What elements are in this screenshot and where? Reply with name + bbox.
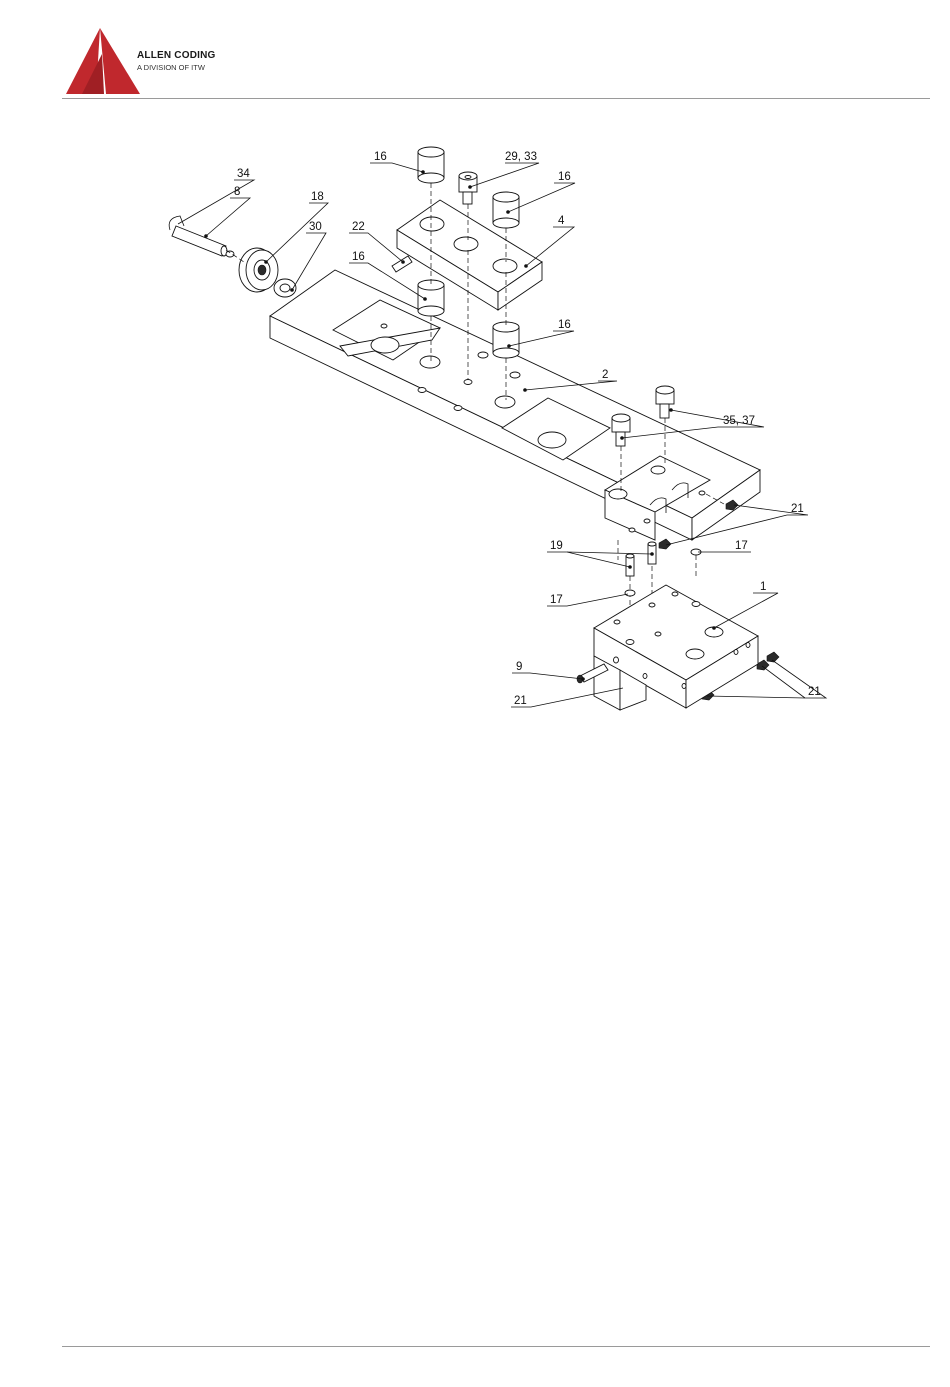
callout-2: 2 [602,369,608,381]
bearing-18 [239,248,278,292]
callout-21: 21 [791,503,804,515]
callout-19: 19 [550,540,563,552]
base-plate-part-2 [270,270,760,540]
bushing-16-top-left [418,147,444,183]
bottom-bracket-part-1 [594,585,758,710]
bushing-16-top-right [493,192,519,228]
callout-34: 34 [237,168,250,180]
washer-30 [274,279,296,297]
bushing-16-lower-left [418,280,444,316]
callout-16: 16 [352,251,365,263]
pin-22 [392,256,412,272]
bushing-16-lower-right [493,322,519,358]
screw-29-33 [459,172,477,204]
callout-16: 16 [374,151,387,163]
callout-21: 21 [514,695,527,707]
callout-16: 16 [558,171,571,183]
pins-19 [626,542,656,576]
callout-17: 17 [550,594,563,606]
callout-1: 1 [760,581,766,593]
callout-29-33: 29, 33 [505,151,537,163]
callout-8: 8 [234,186,240,198]
callout-35-37: 35, 37 [723,415,755,427]
callout-17: 17 [735,540,748,552]
footer-divider [62,1346,930,1347]
shaft-8 [169,216,234,257]
callout-9: 9 [516,661,522,673]
screw-35-37-right [656,386,674,418]
callout-30: 30 [309,221,322,233]
callout-16: 16 [558,319,571,331]
callout-22: 22 [352,221,365,233]
callout-4: 4 [558,215,565,227]
callout-18: 18 [311,191,324,203]
callout-21: 21 [808,686,821,698]
